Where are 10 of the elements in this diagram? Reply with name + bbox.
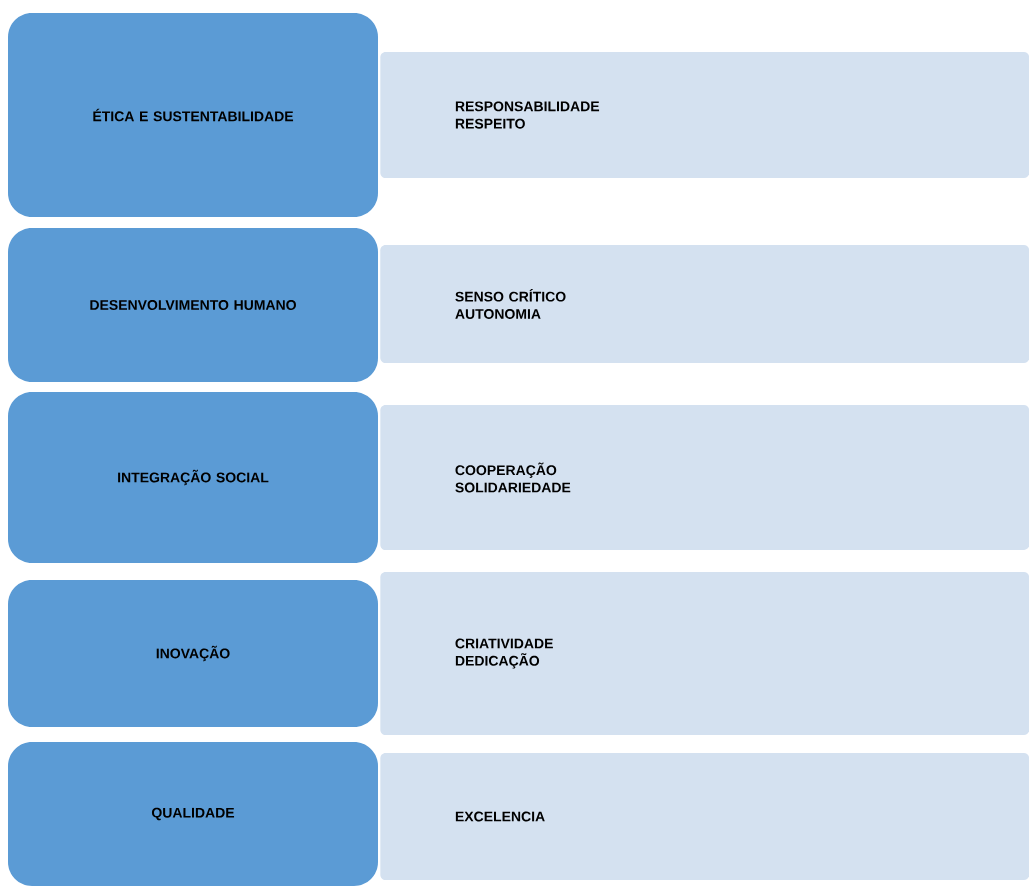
value-box: RESPONSABILIDADE RESPEITO — [380, 52, 1029, 178]
category-box: DESENVOLVIMENTO HUMANO — [8, 228, 378, 382]
value-box: SENSO CRÍTICO AUTONOMIA — [380, 245, 1029, 363]
category-box: QUALIDADE — [8, 742, 378, 886]
category-box: ÉTICA E SUSTENTABILIDADE — [8, 13, 378, 217]
value-box: COOPERAÇÃO SOLIDARIEDADE — [380, 405, 1029, 550]
category-box: INTEGRAÇÃO SOCIAL — [8, 392, 378, 563]
value-box: EXCELENCIA — [380, 753, 1029, 880]
category-box: INOVAÇÃO — [8, 580, 378, 727]
value-box: CRIATIVIDADE DEDICAÇÃO — [380, 572, 1029, 735]
